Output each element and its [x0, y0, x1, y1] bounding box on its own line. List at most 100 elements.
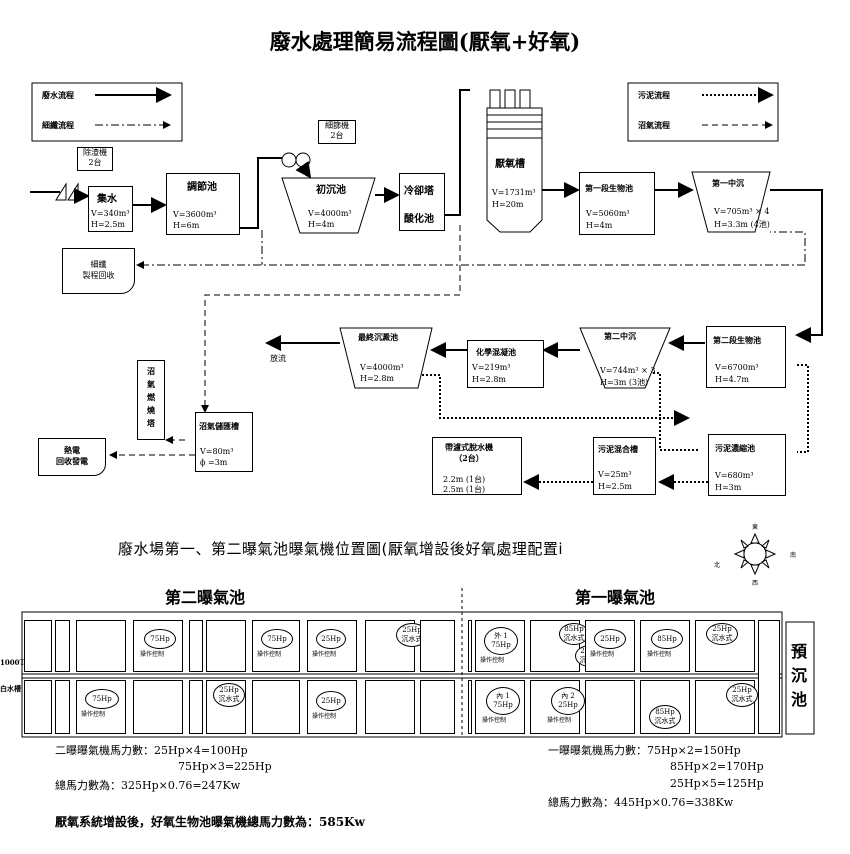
acidify-label: 酸化池 — [404, 214, 434, 225]
pond2-cell-narrow — [55, 620, 70, 672]
primary-label: 初沉池 — [316, 185, 346, 196]
page-title: 廢水處理簡易流程圖(厭氧+好氧) — [269, 29, 581, 54]
bio2-volume: V=6700m³ — [715, 363, 759, 372]
calc-left-2: 75Hp×3=225Hp — [178, 760, 272, 773]
bio1-label: 第一段生物池 — [585, 183, 633, 193]
bio2-tank: 第二段生物池 V=6700m³ H=4.7m — [706, 326, 786, 388]
control-label: 操作控制 — [480, 657, 505, 664]
final-label: 最終沉澱池 — [358, 332, 398, 342]
pond1-cell-edge — [468, 620, 472, 672]
pond2-cell — [420, 620, 455, 672]
primary-height: H=4m — [308, 220, 335, 229]
mix-volume: V=25m³ — [598, 470, 632, 479]
clar1-volume: V=705m³ × 4 — [714, 207, 770, 216]
collect-tank: 集水 V=340m³ H=2.5m — [88, 186, 133, 232]
pond2-cell — [133, 680, 183, 734]
anaerobic-height: H=20m — [492, 200, 524, 209]
bio2-label: 第二段生物池 — [713, 335, 761, 345]
biogas-store-tank: 沼氣儲匯槽 V=80m³ ϕ =3m — [195, 412, 253, 472]
aerator-75hp: 75Hp — [144, 629, 176, 649]
primary-volume: V=4000m³ — [308, 209, 352, 218]
pond1-cell-sub85: 85Hp 沉水式 — [640, 680, 690, 734]
aerator-85hp: 85Hp — [651, 629, 683, 649]
fine-screen-box: 細篩機 2台 — [318, 120, 356, 144]
pond2-cell-sub: 25Hp 沉水式 — [206, 680, 246, 734]
biogas-diameter: ϕ =3m — [200, 458, 228, 467]
collect-height: H=2.5m — [91, 220, 125, 229]
discharge-label: 放流 — [270, 354, 286, 363]
legend-sludge-label: 污泥流程 — [638, 90, 670, 100]
sludge-mix-tank: 污泥混合槽 V=25m³ H=2.5m — [593, 437, 656, 495]
collect-volume: V=340m³ — [91, 209, 130, 218]
control-label: 操作控制 — [81, 711, 106, 718]
pond2-cell — [365, 680, 415, 734]
pond2-cell-75hp: 75Hp 操作控制 — [76, 680, 126, 734]
aerator-25hp: 25Hp — [594, 629, 626, 649]
biogas-volume: V=80m³ — [200, 447, 234, 456]
fiber-recovery-box: 細纖 製程回收 — [62, 248, 135, 294]
bio1-volume: V=5060m³ — [586, 209, 630, 218]
bio1-tank: 第一段生物池 V=5060m³ H=4m — [579, 172, 655, 235]
compass-north: 北 — [714, 562, 721, 569]
belt-spec-1: 2.2m (1台) — [443, 475, 486, 484]
pond2-cell — [252, 680, 300, 734]
pond2-cell — [76, 620, 126, 672]
belt-label: 帶濾式脫水機 （2台） — [445, 442, 493, 463]
belt-press: 帶濾式脫水機 （2台） 2.2m (1台) 2.5m (1台) — [432, 437, 522, 495]
belt-spec-2: 2.5m (1台) — [443, 485, 486, 494]
mix-label: 污泥混合槽 — [598, 444, 638, 454]
aerator-25hp-submerged: 25Hp 沉水式 — [726, 683, 758, 707]
adjust-volume: V=3600m³ — [173, 210, 217, 219]
pond1-cell-85hp: 85Hp 操作控制 — [640, 620, 690, 672]
thickener-label: 污泥濃縮池 — [715, 443, 755, 453]
pond2-cell — [206, 620, 246, 672]
side-label-b: 白水槽 — [0, 684, 21, 693]
pond2-cell-narrow — [189, 620, 203, 672]
pond2-cell-edge — [24, 620, 52, 672]
aerator-75hp: 75Hp — [261, 629, 293, 649]
thickener-tank: 污泥濃縮池 V=680m³ H=3m — [708, 434, 786, 496]
control-label: 操作控制 — [647, 651, 672, 658]
collect-label: 集水 — [97, 194, 117, 205]
aerator-85hp-submerged: 85Hp 沉水式 — [649, 705, 681, 729]
pond1-cell-sub25: 25Hp 沉水式 — [695, 620, 755, 672]
calc-right-4: 總馬力數為：445Hp×0.76=338Kw — [548, 796, 734, 809]
clar1-label: 第一中沉 — [712, 178, 744, 188]
calc-right-3: 25Hp×5=125Hp — [670, 777, 764, 790]
compass-south: 南 — [790, 552, 797, 559]
aerator-75hp: 75Hp — [85, 689, 119, 709]
aerator-25hp: 25Hp — [316, 691, 346, 711]
anaerobic-label: 厭氧槽 — [495, 159, 525, 170]
side-label-a: 1000T — [0, 658, 25, 667]
aerator-in1: 內 1 75Hp — [486, 687, 520, 715]
aerator-25hp: 25Hp — [316, 629, 346, 649]
summary-line: 厭氧系統增設後，好氧生物池曝氣機總馬力數為：585Kw — [55, 815, 365, 829]
clar2-label: 第二中沉 — [604, 331, 636, 341]
bio1-height: H=4m — [586, 221, 613, 230]
chem-height: H=2.8m — [472, 375, 506, 384]
aerator-25hp-submerged: 25Hp 沉水式 — [213, 683, 245, 707]
biogas-burn-tower: 沼 氣 燃 燒 塔 — [137, 360, 165, 440]
thickener-volume: V=680m³ — [715, 471, 754, 480]
anaerobic-volume: V=1731m³ — [492, 188, 536, 197]
cooling-acid-tank: 冷卻塔 酸化池 — [399, 173, 445, 231]
aerator-out1: 外 1 75Hp — [484, 627, 518, 655]
power-recovery-box: 熱電 回收發電 — [38, 438, 106, 476]
clar2-height: H=3m (3池) — [600, 378, 649, 387]
clar2-volume: V=744m³ × 3 — [600, 366, 656, 375]
chem-label: 化學混凝池 — [476, 347, 516, 357]
pond1-title: 第一曝氣池 — [575, 588, 656, 607]
pond1-cell-end — [758, 620, 780, 734]
pond2-cell-narrow — [189, 680, 203, 734]
control-label: 操作控制 — [482, 717, 507, 724]
adjust-tank: 調節池 V=3600m³ H=6m — [166, 173, 240, 235]
calc-right-1: 一曝曝氣機馬力數：75Hp×2=150Hp — [548, 744, 741, 757]
calc-left-1: 二曝曝氣機馬力數：25Hp×4=100Hp — [55, 744, 248, 757]
pond1-cell-out1: 外 1 75Hp 操作控制 — [475, 620, 525, 672]
